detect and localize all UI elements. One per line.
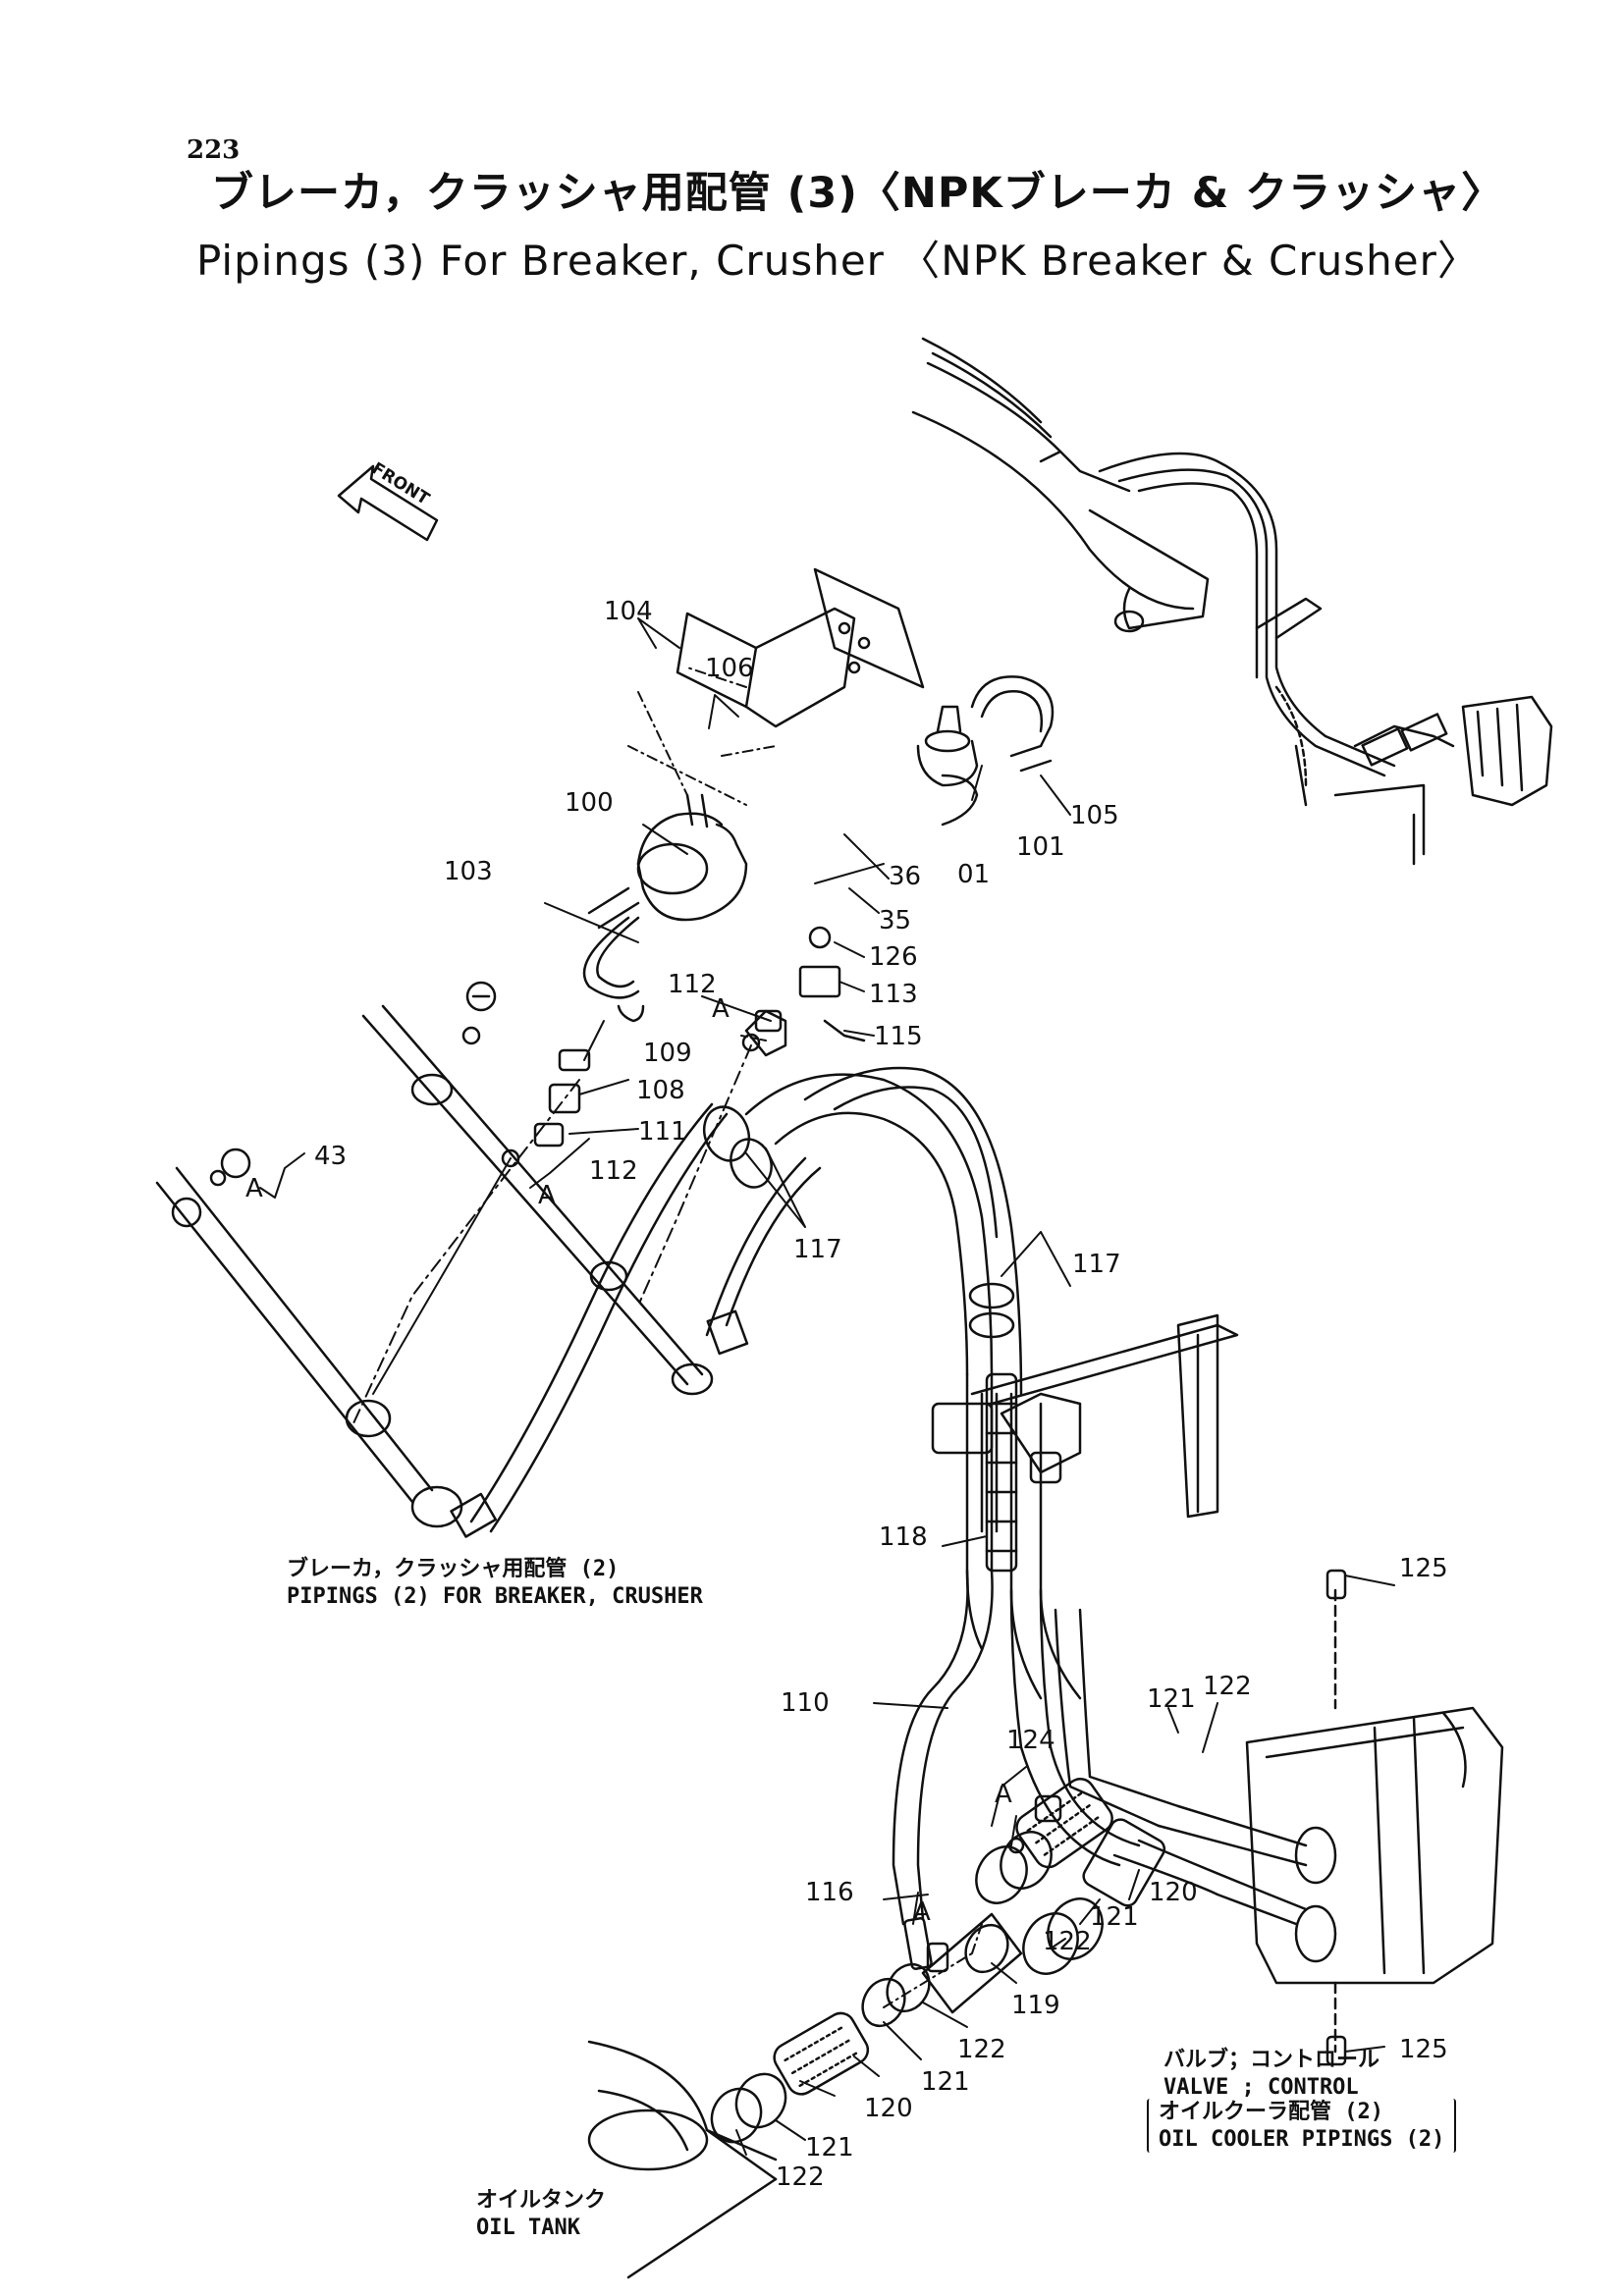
oil-tank <box>587 2040 778 2279</box>
callout-35: 35 <box>879 906 912 935</box>
callout-106: 106 <box>705 654 754 683</box>
callout-125-lower: 125 <box>1399 2035 1448 2064</box>
fittings-cluster <box>209 926 866 1187</box>
callout-112-lower: 112 <box>589 1156 638 1186</box>
callout-105: 105 <box>1070 801 1119 830</box>
oil-tank-note: オイルタンク OIL TANK <box>476 2187 606 2241</box>
control-valve <box>1245 1569 1504 2066</box>
callout-116: 116 <box>805 1878 854 1907</box>
callout-100: 100 <box>565 788 614 818</box>
pipings-2-note-jp: ブレーカ，クラッシャ用配管 (2) <box>287 1557 620 1581</box>
leader-lines <box>259 617 1395 2156</box>
boom-structure <box>911 337 1553 866</box>
page-title-japanese: ブレーカ，クラッシャ用配管 (3)〈NPKブレーカ & クラッシャ〉 <box>211 169 1505 218</box>
reference-mark-a: A <box>995 1780 1012 1809</box>
callout-101: 101 <box>1016 832 1065 862</box>
oil-cooler-note-en: OIL COOLER PIPINGS (2) <box>1159 2126 1445 2152</box>
control-valve-note-en: VALVE ; CONTROL <box>1163 2074 1359 2100</box>
front-arrow-icon <box>337 464 439 542</box>
callout-121-lower: 121 <box>921 2067 970 2097</box>
reference-mark-a: A <box>538 1181 556 1210</box>
callout-109: 109 <box>643 1039 692 1068</box>
callout-118: 118 <box>879 1522 928 1552</box>
callout-126: 126 <box>869 942 918 972</box>
control-valve-note: バルブ；コントロール VALVE ; CONTROL <box>1163 2047 1380 2101</box>
pipings-2-note-en: PIPINGS (2) FOR BREAKER, CRUSHER <box>287 1583 703 1609</box>
callout-117-left: 117 <box>793 1235 842 1264</box>
oil-tank-note-jp: オイルタンク <box>476 2188 607 2213</box>
suction-line <box>710 1777 1113 2144</box>
callout-122-lower: 122 <box>957 2035 1006 2064</box>
callout-113: 113 <box>869 980 918 1009</box>
callout-121-upper: 121 <box>1147 1684 1196 1714</box>
reference-mark-a: A <box>245 1174 263 1203</box>
callout-122-mid: 122 <box>1043 1927 1092 1956</box>
callout-124: 124 <box>1006 1726 1055 1755</box>
callout-01: 01 <box>957 860 991 889</box>
callout-36: 36 <box>889 862 922 891</box>
callout-125-upper: 125 <box>1399 1554 1448 1583</box>
callout-108: 108 <box>636 1076 685 1105</box>
accumulator-assembly <box>582 567 1055 999</box>
callout-120-left: 120 <box>864 2094 913 2123</box>
valve-bracket <box>931 1313 1239 1519</box>
callout-115: 115 <box>874 1022 923 1051</box>
oil-cooler-note-jp: オイルクーラ配管 (2) <box>1159 2100 1383 2124</box>
callout-120-right: 120 <box>1149 1878 1198 1907</box>
callout-112-upper: 112 <box>668 970 717 999</box>
callout-119: 119 <box>1011 1991 1060 2020</box>
callout-122-bottom: 122 <box>776 2163 825 2192</box>
callout-121-mid: 121 <box>1090 1902 1139 1932</box>
callout-111: 111 <box>638 1117 687 1147</box>
callout-110: 110 <box>781 1688 830 1718</box>
callout-103: 103 <box>444 857 493 886</box>
pipings-2-assembly <box>155 1004 822 1538</box>
oil-tank-note-en: OIL TANK <box>476 2215 580 2240</box>
oil-cooler-pipings-note: オイルクーラ配管 (2) OIL COOLER PIPINGS (2) <box>1147 2099 1457 2153</box>
callout-122-upper: 122 <box>1203 1672 1252 1701</box>
page-title-english: Pipings (3) For Breaker, Crusher 〈NPK Br… <box>196 237 1480 285</box>
callout-104: 104 <box>604 597 653 626</box>
pipings-2-reference-note: ブレーカ，クラッシャ用配管 (2) PIPINGS (2) FOR BREAKE… <box>287 1556 703 1610</box>
page-number: 223 <box>187 135 241 165</box>
callout-121-bottom: 121 <box>805 2133 854 2163</box>
callout-117-right: 117 <box>1072 1250 1121 1279</box>
reference-mark-a: A <box>913 1897 931 1927</box>
control-valve-note-jp: バルブ；コントロール <box>1163 2048 1380 2072</box>
callout-43: 43 <box>314 1142 348 1171</box>
reference-mark-a: A <box>712 994 730 1024</box>
